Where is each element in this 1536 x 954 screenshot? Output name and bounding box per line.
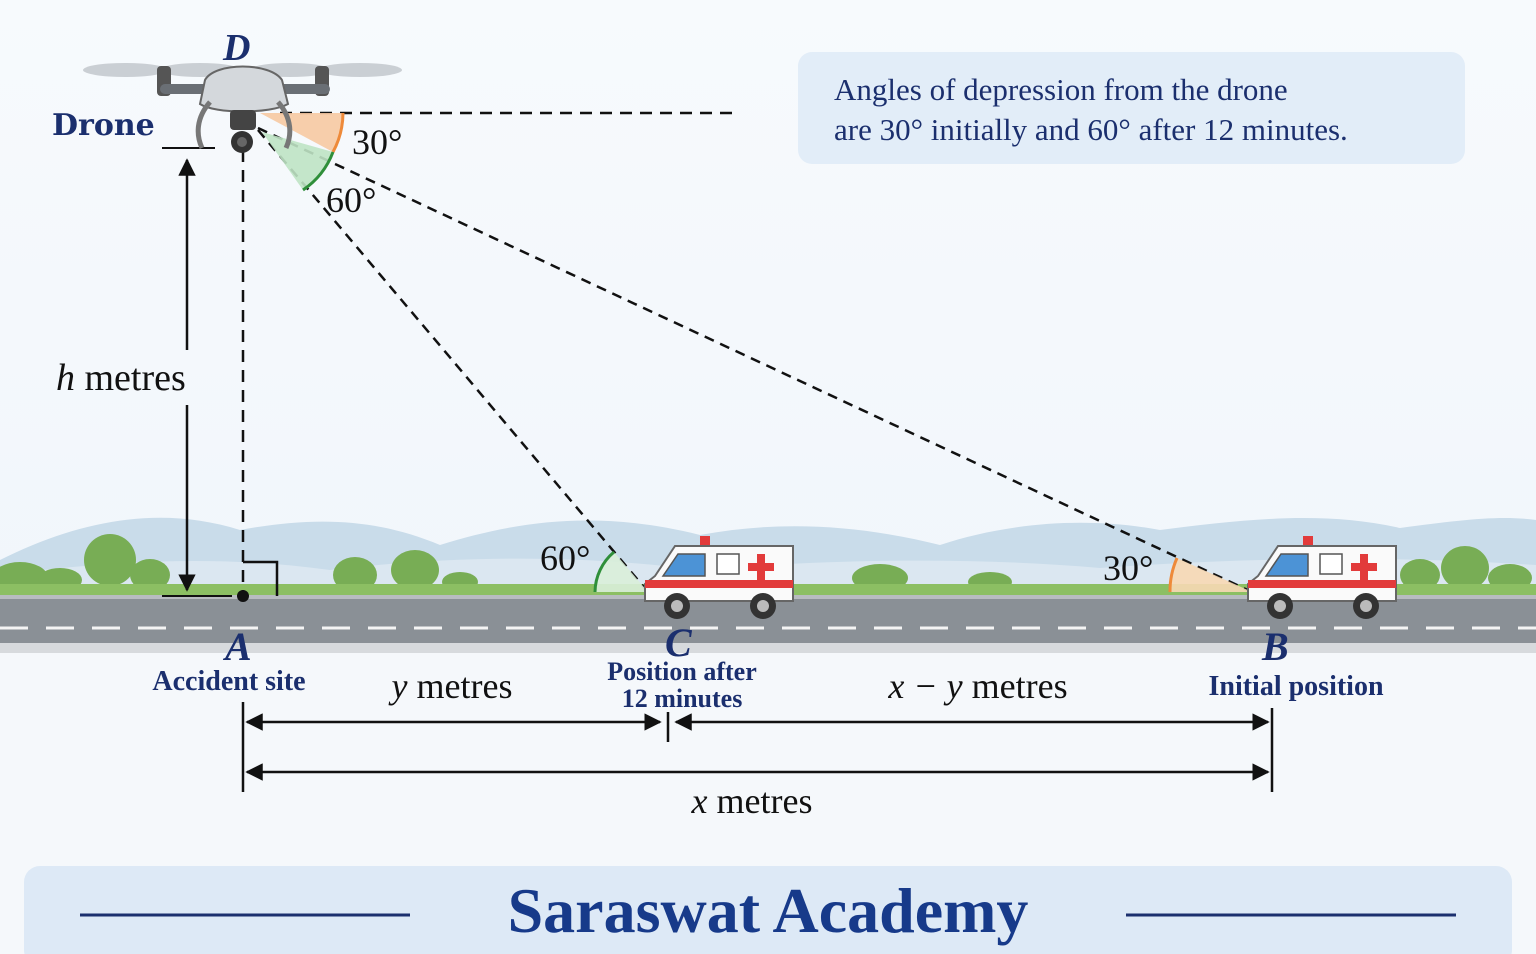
footer-title: Saraswat Academy [508,875,1029,946]
angle-30-wedge-b [1169,558,1252,592]
note-line-1: Angles of depression from the drone [834,72,1288,107]
angle-label-60-c: 60° [540,538,590,578]
point-label-c: C [665,620,693,665]
dim-label-x: x metres [691,781,813,821]
point-label-a: A [222,624,252,669]
position-after-label-line-1: Position after [607,657,756,686]
position-after-label-line-2: 12 minutes [622,684,743,713]
note-box [798,52,1465,164]
angle-30-arc-drone [331,112,345,153]
angle-label-60-drone: 60° [326,180,376,220]
dim-label-y: y metres [389,666,513,706]
point-label-b: B [1261,624,1289,669]
angle-label-30-b: 30° [1103,548,1153,588]
drone-icon [83,63,402,153]
angle-60-arc-drone [302,151,335,192]
angle-60-wedge-c [595,552,648,592]
note-line-2: are 30° initially and 60° after 12 minut… [834,112,1348,147]
footer-banner [24,866,1512,954]
point-a-dot [237,590,249,602]
right-angle-marker [243,560,279,596]
angle-label-30-drone: 30° [352,122,402,162]
initial-position-label: Initial position [1208,671,1383,702]
angle-30-wedge-drone [260,113,343,152]
point-label-d: D [222,27,250,69]
angle-60-wedge-drone [262,132,333,190]
drone-label: Drone [52,108,155,143]
angle-30-arc-b [1168,557,1179,593]
ambulance-icon-b [1247,536,1397,619]
dim-label-x-minus-y: x − y metres [887,666,1067,706]
ambulance-icon-c [644,536,794,619]
accident-site-label: Accident site [152,666,305,697]
height-label: h metres [56,357,186,399]
angle-60-arc-c [593,550,615,593]
sight-line-db [257,126,1253,594]
